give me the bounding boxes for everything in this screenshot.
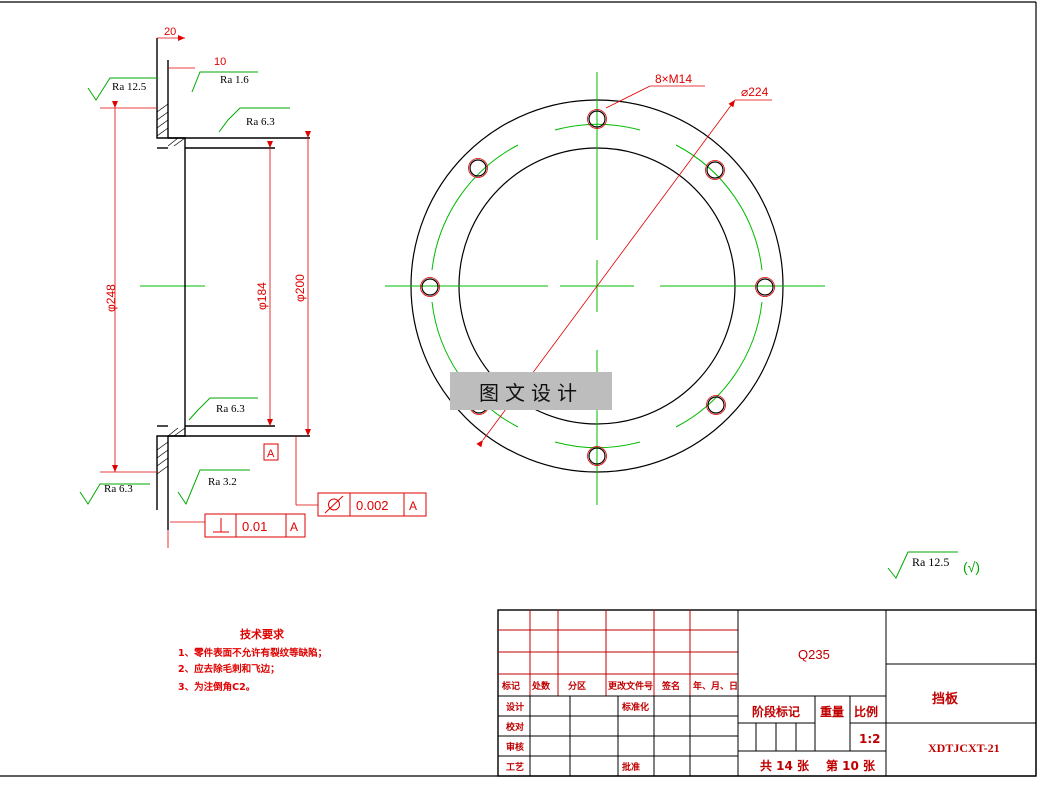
tb-scale-label: 比例 bbox=[854, 704, 878, 719]
tb-hdr-change: 更改文件号 bbox=[608, 680, 653, 692]
tb-approve: 批准 bbox=[622, 761, 640, 773]
side-hatching bbox=[156, 103, 186, 475]
tb-hdr-sign: 签名 bbox=[661, 680, 680, 692]
tech-notes-title: 技术要求 bbox=[240, 627, 285, 641]
perp-value: 0.01 bbox=[242, 519, 267, 534]
tb-design: 设计 bbox=[506, 701, 524, 713]
flatness-datum: A bbox=[409, 499, 417, 513]
perpendicularity-frame bbox=[204, 513, 306, 538]
side-outline bbox=[156, 38, 310, 530]
title-block bbox=[497, 609, 1037, 777]
tb-drawing-no: XDTJCXT-21 bbox=[928, 741, 1000, 755]
tb-part-name: 挡板 bbox=[932, 691, 959, 707]
datum-box bbox=[263, 443, 279, 461]
tb-standardize: 标准化 bbox=[621, 701, 649, 713]
dim-step-dia: φ200 bbox=[293, 274, 307, 302]
hole-callout: 8×M14 bbox=[655, 72, 692, 86]
dim-step-width: 10 bbox=[214, 56, 226, 68]
general-roughness-text: Ra 12.5 bbox=[912, 555, 949, 569]
roughness-symbols bbox=[79, 71, 290, 506]
tb-review: 审核 bbox=[506, 741, 524, 753]
tb-hdr-count: 处数 bbox=[531, 680, 551, 692]
rough-bottom-left: Ra 6.3 bbox=[104, 483, 133, 495]
tech-note-3: 3、为注倒角C2。 bbox=[178, 681, 255, 693]
tb-scale-value: 1:2 bbox=[859, 732, 881, 746]
pcd-label: ⌀224 bbox=[741, 85, 769, 99]
tb-material: Q235 bbox=[798, 647, 830, 662]
front-centerlines bbox=[385, 72, 825, 505]
flatness-value: 0.002 bbox=[356, 498, 389, 513]
tech-notes: 技术要求 1、零件表面不允许有裂纹等缺陷； 2、应去除毛刺和飞边； 3、为注倒角… bbox=[178, 627, 327, 693]
rough-bottom-right: Ra 3.2 bbox=[208, 476, 237, 488]
tb-hdr-mark: 标记 bbox=[501, 680, 520, 692]
general-roughness-paren: (√) bbox=[963, 559, 980, 575]
rough-lower-face: Ra 6.3 bbox=[216, 403, 245, 415]
datum-label: A bbox=[267, 448, 275, 460]
dim-bore-dia: φ184 bbox=[255, 282, 269, 310]
tb-sheets: 共 14 张 bbox=[760, 758, 810, 773]
watermark: 图文设计 bbox=[450, 372, 612, 410]
dim-top-width: 20 bbox=[164, 26, 176, 38]
tb-weight-label: 重量 bbox=[820, 704, 844, 719]
tech-note-2: 2、应去除毛刺和飞边； bbox=[178, 663, 280, 675]
tech-note-1: 1、零件表面不允许有裂纹等缺陷； bbox=[178, 647, 327, 659]
tb-stage-label: 阶段标记 bbox=[752, 704, 800, 719]
tb-hdr-zone: 分区 bbox=[568, 680, 586, 692]
tb-hdr-date: 年、月、日 bbox=[693, 680, 738, 692]
side-view: 20 10 Ra 12.5 Ra 1.6 Ra 6.3 Ra 6.3 Ra 6.… bbox=[79, 26, 427, 548]
perp-datum: A bbox=[290, 520, 298, 534]
rough-top-right: Ra 1.6 bbox=[220, 74, 249, 86]
tb-sheet-no: 第 10 张 bbox=[826, 758, 876, 773]
rough-upper-face: Ra 6.3 bbox=[246, 116, 275, 128]
flatness-frame bbox=[317, 492, 427, 517]
dim-outer-dia: φ248 bbox=[104, 284, 118, 312]
tb-check: 校对 bbox=[506, 721, 524, 733]
general-roughness: Ra 12.5 (√) bbox=[887, 551, 980, 579]
front-view: 8×M14 ⌀224 bbox=[385, 72, 825, 505]
tb-process: 工艺 bbox=[506, 761, 524, 773]
rough-top-left: Ra 12.5 bbox=[112, 81, 147, 93]
